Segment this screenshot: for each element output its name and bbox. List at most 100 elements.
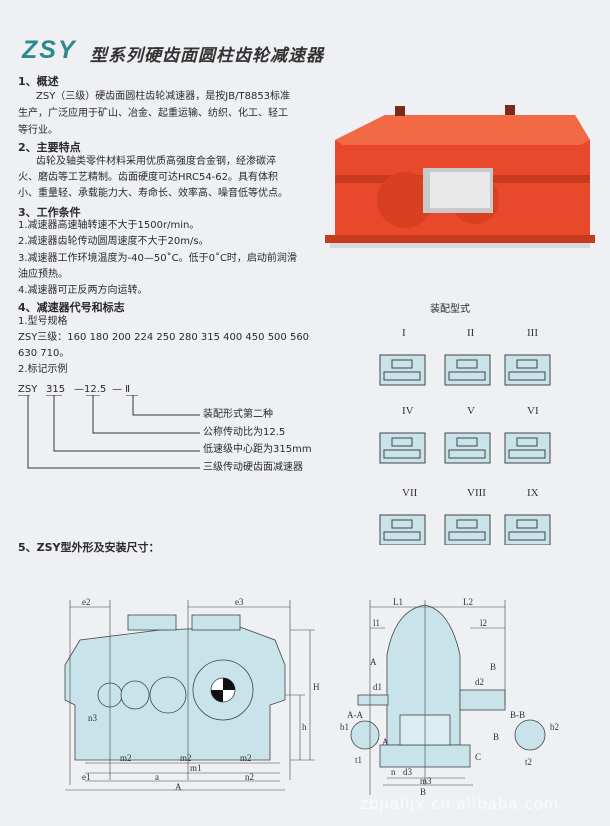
dim-label: b2 [550,722,559,732]
gear-pair [448,449,486,459]
gear-pair [383,531,421,541]
dim-label: A [382,737,389,747]
dim-label: A-A [347,710,363,720]
text-line: 小、重量轻、承载能力大、寿命长、效率高、噪音低等优点。 [18,188,288,199]
text-line: 630 710。 [18,348,70,359]
text-line: 1.减速器高速轴转速不大于1500r/min。 [18,220,200,231]
dim-label: l2 [480,618,487,628]
dim-label: d1 [373,682,382,692]
assembly-form-label: IX [527,487,539,499]
assembly-form-5: V [444,405,491,464]
text-line: ZSY（三级）硬齿面圆柱齿轮减速器，是按JB/T8853标准 [36,91,291,102]
legend-line: 低速级中心距为315mm [203,444,312,455]
dim-label: m2 [180,753,192,763]
code-model: ZSY [18,384,38,395]
dim-label: B [493,732,499,742]
gear-pair [391,359,413,369]
assembly-form-4: IV [379,405,426,464]
side-view-drawing: L1 L2 l1 l2 A B d1 d2 A-A B-B b1 b2 t1 t… [340,597,559,797]
code-ratio: —12.5 [74,384,107,395]
dim-label: B [420,787,426,797]
text-line: 3.减速器工作环境温度为-40—50˚C。低于0˚C时，启动前润滑 [18,253,297,264]
text-line: 2.减速器齿轮传动圆周速度不大于20m/s。 [18,236,209,247]
gearbox-photo [325,105,595,248]
gear-pair [516,359,538,369]
gear-pair [508,531,546,541]
text-line: 4.减速器可正反两方向运转。 [18,285,148,296]
gear-pair [508,449,546,459]
text-line: 2.标记示例 [18,364,68,375]
assembly-form-label: VI [527,405,539,417]
assembly-form-9: IX [504,487,551,545]
dim-label: m2 [120,753,132,763]
gear-pair [383,449,421,459]
dim-label: d2 [475,677,484,687]
assembly-form-label: VII [402,487,418,499]
gear-pair [448,531,486,541]
assembly-form-6: VI [504,405,551,464]
assembly-form-8: VIII [444,487,491,545]
assembly-form-label: III [527,327,538,339]
dim-label: b1 [340,722,349,732]
dim-label: n2 [245,772,254,782]
assembly-form-label: V [467,405,475,417]
dim-label: t2 [525,757,532,767]
assembly-form-1: I [379,327,426,386]
gear-pair [456,437,478,447]
dim-label: n [391,767,396,777]
dim-label: d3 [403,767,413,777]
assembly-form-7: VII [379,487,426,545]
section-1-heading: 1、概述 [18,75,59,88]
gear-pair [516,437,538,447]
dim-label: e1 [82,772,91,782]
dim-label: m1 [190,763,202,773]
front-view-drawing: e2 e3 H h n3 m2 m2 m2 m1 e1 a n2 A [64,597,320,792]
dim-label: e2 [82,597,91,607]
text-line: 1.型号规格 [18,316,68,327]
dim-label: H [313,682,320,692]
gear-pair [391,437,413,447]
title-model: ZSY [22,36,77,64]
code-distance: 315 [46,384,66,395]
dim-label: B-B [510,710,525,720]
gear-pair [383,371,421,381]
dim-label: e3 [235,597,244,607]
text-line: 齿轮及轴类零件材料采用优质高强度合金钢，经渗碳淬 [36,156,276,167]
gear-pair [391,519,413,529]
legend-line: 公称传动比为12.5 [203,427,286,438]
text-line: 等行业。 [18,125,58,136]
text-line: 生产，广泛应用于矿山、冶金、起重运输、纺织、化工、轻工 [18,108,288,119]
gear-pair [508,371,546,381]
assembly-form-label: II [467,327,475,339]
assembly-form-label: IV [402,405,414,417]
dim-label: A [175,782,182,792]
page-title: 型系列硬齿面圆柱齿轮减速器 [90,46,324,66]
gear-pair [456,359,478,369]
dim-label: l1 [373,618,380,628]
section-2-heading: 2、主要特点 [18,141,81,154]
code-leader-lines [18,395,200,469]
gear-pair [448,371,486,381]
section-3-heading: 3、工作条件 [18,206,81,219]
text-line: 油应预热。 [18,269,68,280]
dim-label: m2 [240,753,252,763]
text-line: 火、磨齿等工艺精制。齿面硬度可达HRC54-62。具有体积 [18,172,279,183]
watermark: zbjialijx.cn.alibaba.com [360,795,560,813]
text-line: ZSY三级：160 180 200 224 250 280 315 400 45… [18,332,310,343]
dim-label: a [155,772,159,782]
assembly-form-2: II [444,327,491,386]
gear-pair [456,519,478,529]
dim-label: n3 [88,713,98,723]
dim-label: C [475,752,481,762]
gear-pair [516,519,538,529]
legend-line: 三级传动硬齿面减速器 [203,462,303,473]
dim-label: m3 [420,776,432,786]
assembly-form-3: III [504,327,551,386]
dim-label: L2 [463,597,473,607]
dim-label: A [370,657,377,667]
dim-label: B [490,662,496,672]
dim-label: h [302,722,307,732]
dim-label: L1 [393,597,403,607]
dim-label: t1 [355,755,362,765]
